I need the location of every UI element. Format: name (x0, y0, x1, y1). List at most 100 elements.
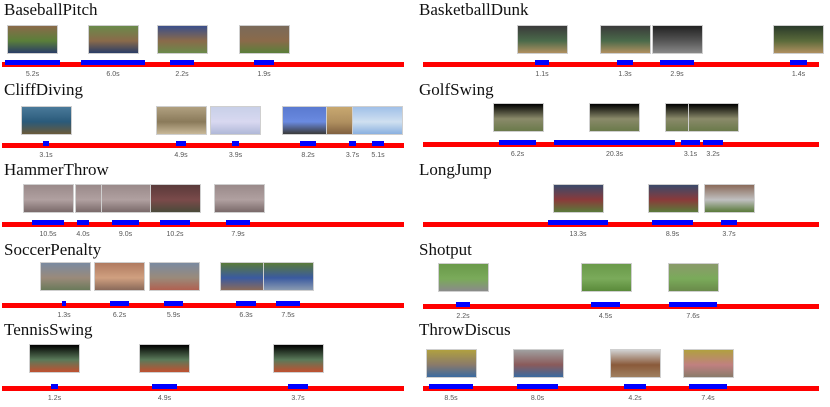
segment-duration-label: 2.9s (670, 71, 684, 78)
action-segment (81, 60, 145, 65)
action-frame-thumbnail (40, 262, 91, 291)
panel-cliffdiving: CliffDiving 3.1s 4.9s 3.9s 8.2s 3.7s 5.1s (0, 80, 410, 160)
segment-duration-label: 4.9s (174, 152, 188, 159)
segment-duration-label: 3.1s (39, 152, 53, 159)
segment-duration-label: 8.5s (444, 395, 458, 402)
segment-duration-label: 7.4s (701, 395, 715, 402)
action-segment (548, 220, 608, 225)
segment-duration-label: 6.0s (106, 71, 120, 78)
action-frame-thumbnail (263, 262, 314, 291)
segment-duration-label: 3.9s (228, 152, 243, 159)
segment-duration-label: 6.3s (239, 312, 253, 319)
action-frame-thumbnail (220, 262, 271, 291)
segment-duration-label: 1.2s (47, 395, 62, 402)
action-segment (429, 384, 473, 389)
segment-duration-label: 3.7s (345, 152, 360, 159)
action-segment (617, 60, 633, 65)
segment-duration-label: 7.5s (281, 312, 295, 319)
action-segment (554, 140, 675, 145)
action-frame-thumbnail (652, 25, 703, 54)
segment-duration-label: 1.1s (535, 71, 549, 78)
segment-duration-label: 3.7s (722, 231, 736, 238)
segment-duration-label: 3.2s (706, 151, 720, 158)
action-frame-thumbnail (648, 184, 699, 213)
segment-duration-label: 9.0s (118, 231, 133, 238)
action-segment (152, 384, 177, 389)
panel-title: TennisSwing (4, 320, 93, 339)
action-frame-thumbnail (139, 344, 190, 373)
panel-title: SoccerPenalty (4, 240, 102, 259)
action-frame-thumbnail (683, 349, 734, 378)
segment-duration-label: 10.5s (39, 231, 57, 238)
action-segment (176, 141, 186, 146)
action-frame-thumbnail (668, 263, 719, 292)
segment-duration-label: 10.2s (166, 231, 184, 238)
segment-duration-label: 6.2s (112, 312, 127, 319)
panel-title: BasketballDunk (419, 0, 529, 19)
action-frame-thumbnail (273, 344, 324, 373)
action-segment (170, 60, 194, 65)
action-segment (790, 60, 807, 65)
segment-duration-label: 1.9s (257, 71, 271, 78)
video-timeline (423, 386, 819, 391)
action-segment (517, 384, 558, 389)
action-frame-thumbnail (773, 25, 824, 54)
action-segment (652, 220, 693, 225)
action-segment (112, 220, 139, 225)
action-segment (669, 302, 717, 307)
action-frame-thumbnail (210, 106, 261, 135)
panel-title: ThrowDiscus (419, 320, 511, 339)
action-segment (51, 384, 58, 389)
video-timeline (423, 304, 819, 309)
segment-duration-label: 8.0s (530, 395, 545, 402)
segment-duration-label: 1.3s (618, 71, 632, 78)
panel-basketballdunk: BasketballDunk 1.1s 1.3s 2.9s 1.4s (415, 0, 825, 80)
action-frame-thumbnail (426, 349, 477, 378)
action-frame-thumbnail (600, 25, 651, 54)
action-segment (77, 220, 89, 225)
action-segment (624, 384, 646, 389)
action-frame-thumbnail (688, 103, 739, 132)
segment-duration-label: 5.9s (166, 312, 181, 319)
action-segment (300, 141, 316, 146)
action-frame-thumbnail (149, 262, 200, 291)
panel-soccerpenalty: SoccerPenalty 1.3s 6.2s 5.9s 6.3s 7.5s (0, 240, 410, 320)
segment-duration-label: 7.6s (686, 313, 700, 320)
action-segment (110, 301, 129, 306)
segment-duration-label: 3.1s (683, 151, 698, 158)
video-timeline (2, 222, 404, 227)
action-segment (62, 301, 66, 306)
segment-duration-label: 1.3s (57, 312, 71, 319)
segment-duration-label: 4.2s (628, 395, 642, 402)
video-timeline (423, 222, 819, 227)
action-frame-thumbnail (7, 25, 58, 54)
segment-duration-label: 1.4s (791, 71, 806, 78)
video-timeline (2, 62, 404, 67)
action-frame-thumbnail (517, 25, 568, 54)
segment-duration-label: 13.3s (569, 231, 587, 238)
segment-duration-label: 4.0s (76, 231, 90, 238)
action-segment (232, 141, 239, 146)
action-segment (43, 141, 49, 146)
segment-duration-label: 8.2s (301, 152, 315, 159)
action-frame-thumbnail (88, 25, 139, 54)
action-segment (5, 60, 60, 65)
segment-duration-label: 4.5s (598, 313, 613, 320)
action-frame-thumbnail (94, 262, 145, 291)
action-segment (689, 384, 727, 389)
action-frame-thumbnail (214, 184, 265, 213)
action-frame-thumbnail (589, 103, 640, 132)
panel-throwdiscus: ThrowDiscus 8.5s 8.0s 4.2s 7.4s (415, 320, 825, 402)
panel-title: CliffDiving (4, 80, 84, 99)
action-segment (226, 220, 250, 225)
panel-title: LongJump (419, 160, 492, 179)
segment-duration-label: 8.9s (665, 231, 680, 238)
action-segment (660, 60, 694, 65)
segment-duration-label: 3.7s (291, 395, 305, 402)
segment-duration-label: 5.1s (371, 152, 385, 159)
action-segment (591, 302, 620, 307)
action-segment (456, 302, 470, 307)
action-frame-thumbnail (513, 349, 564, 378)
action-segment (32, 220, 64, 225)
